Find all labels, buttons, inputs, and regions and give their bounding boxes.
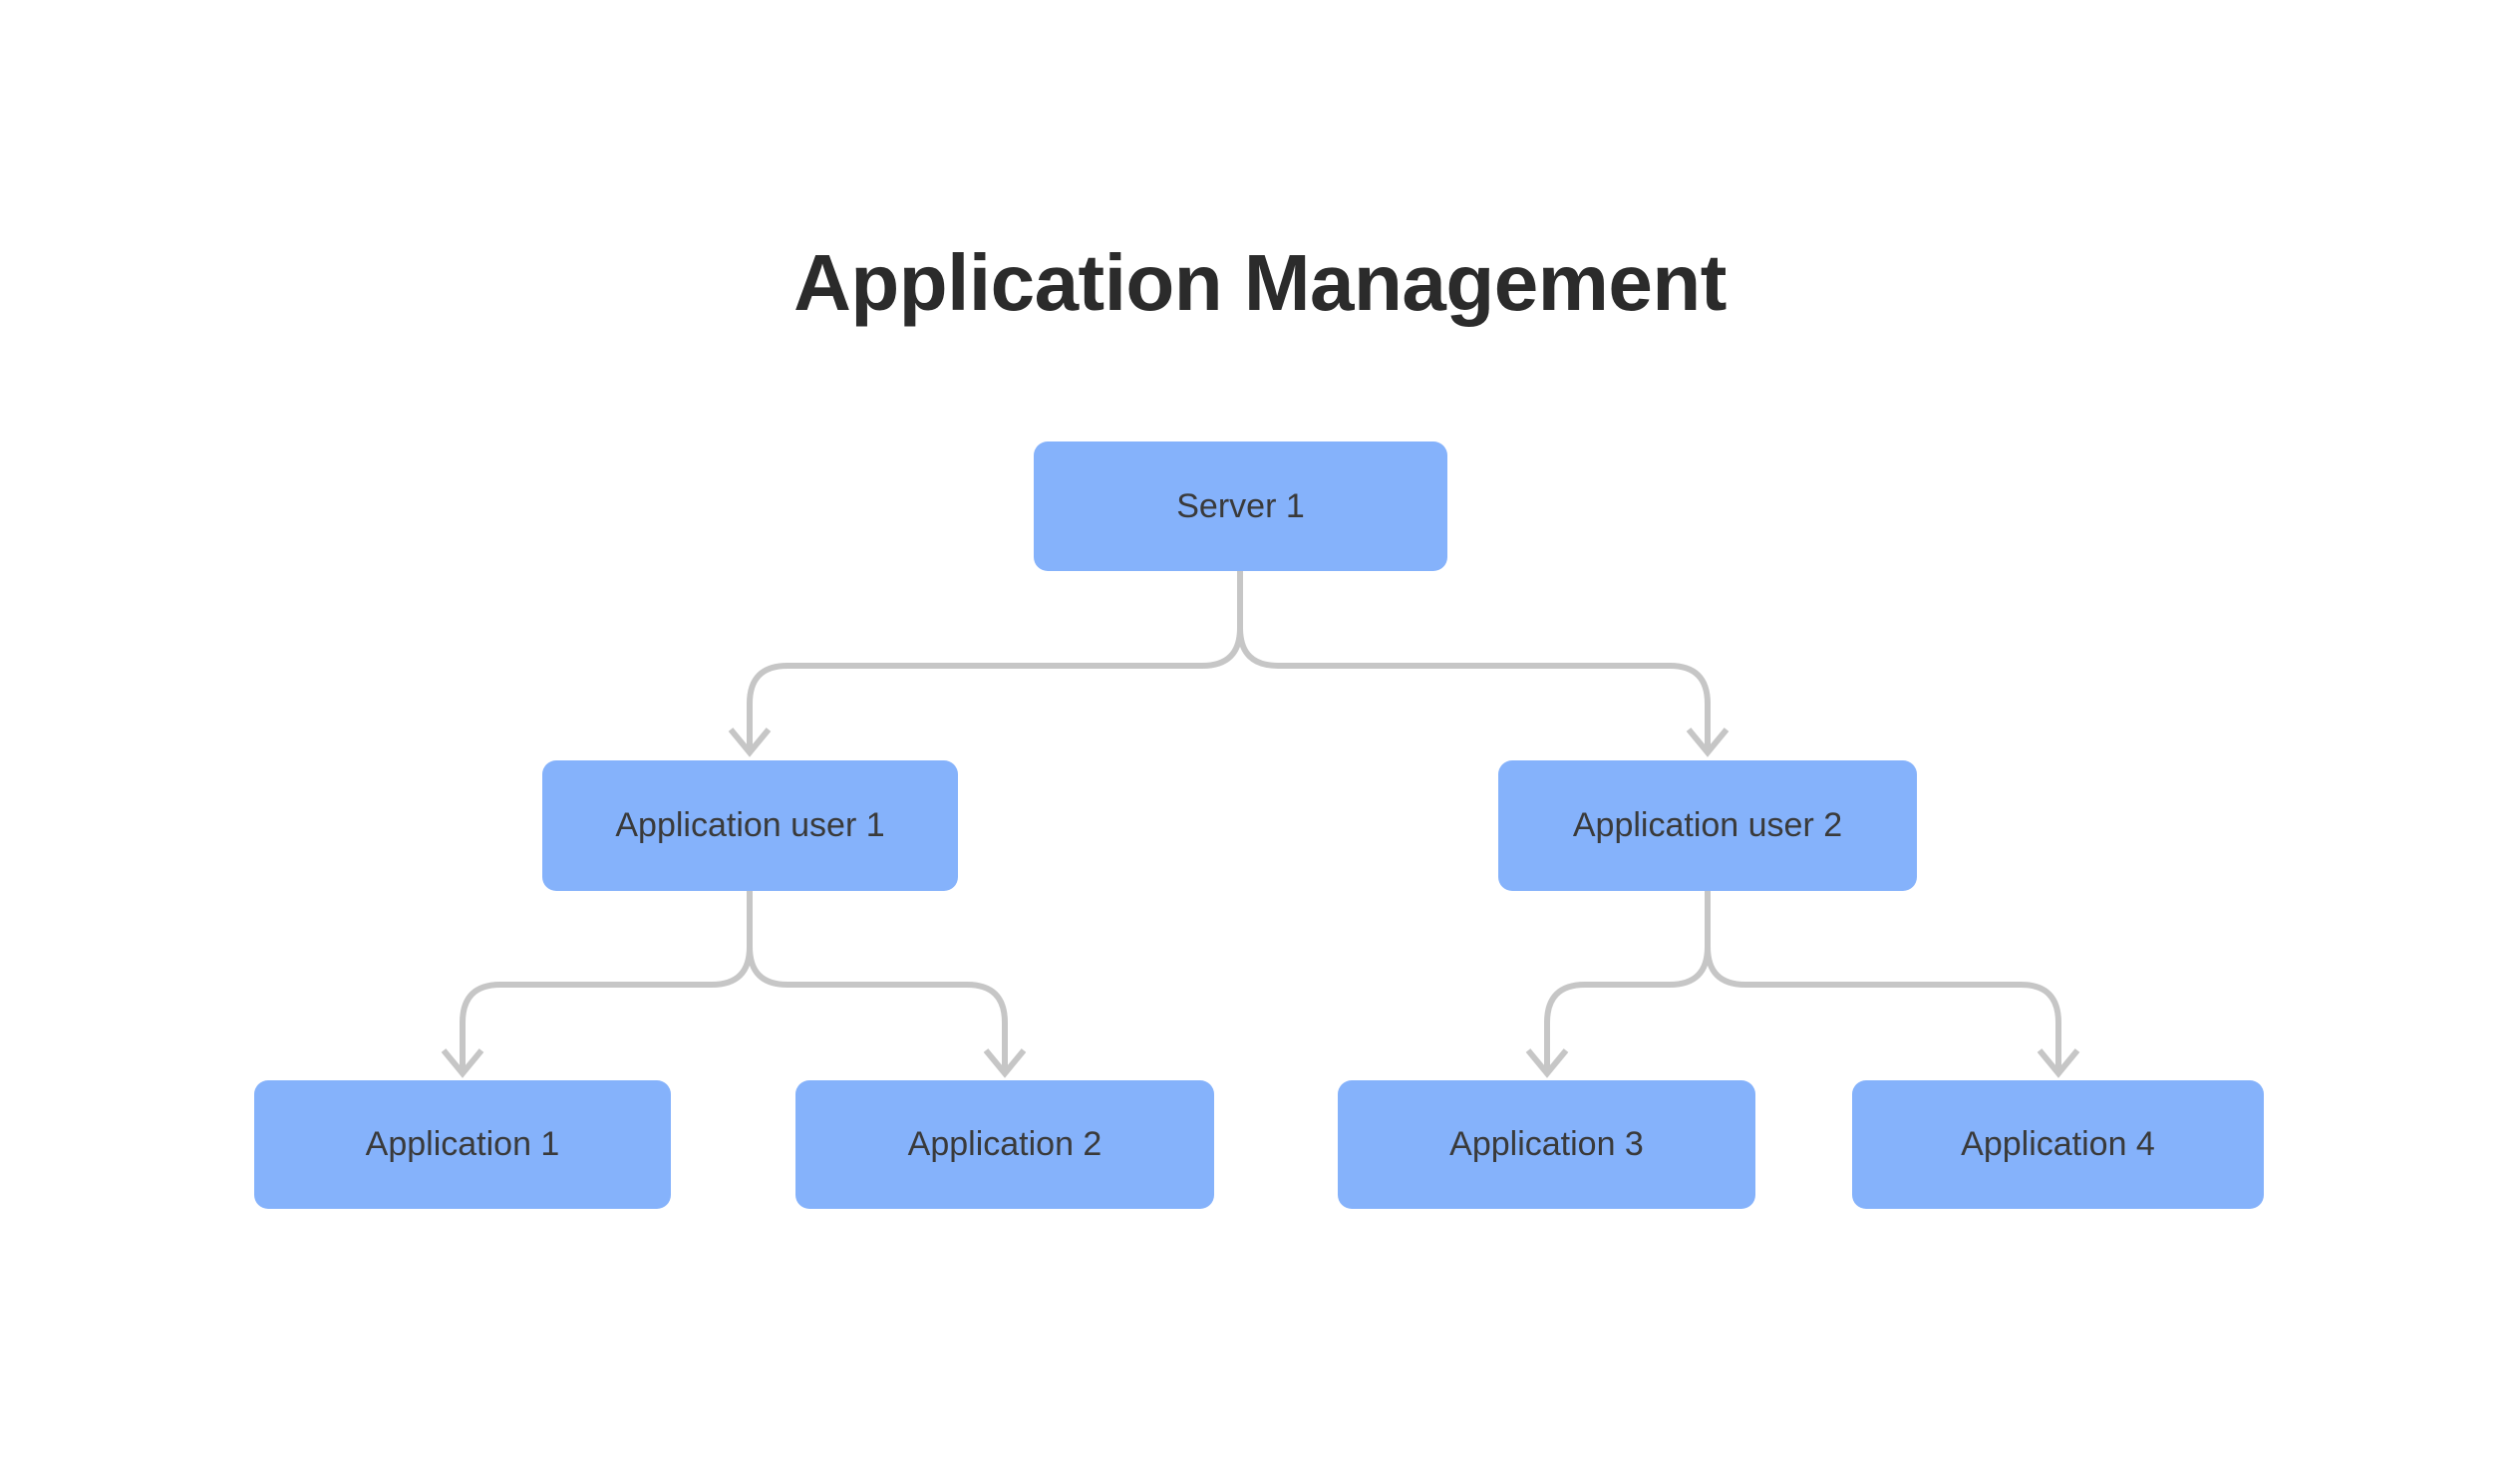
connector-line	[747, 891, 1008, 1073]
node-application-user-2: Application user 2	[1498, 760, 1917, 891]
arrowhead-down-icon	[441, 1048, 484, 1078]
arrowhead-down-icon	[2037, 1048, 2080, 1078]
connector-application-user-1-to-application-1	[441, 891, 753, 1078]
diagram-title: Application Management	[793, 238, 1727, 327]
node-application-4: Application 4	[1852, 1080, 2264, 1209]
arrowhead-down-icon	[1525, 1048, 1569, 1078]
arrowhead-down-icon	[1686, 728, 1730, 757]
connector-line	[1705, 891, 2061, 1073]
connector-server-1-to-application-user-2	[1237, 571, 1730, 757]
connector-line	[460, 891, 753, 1073]
connector-line	[747, 571, 1243, 752]
node-application-1: Application 1	[254, 1080, 671, 1209]
node-application-3: Application 3	[1338, 1080, 1755, 1209]
arrowhead-down-icon	[983, 1048, 1027, 1078]
connector-application-user-2-to-application-4	[1705, 891, 2080, 1078]
node-server-1: Server 1	[1034, 441, 1447, 571]
connector-server-1-to-application-user-1	[728, 571, 1243, 757]
arrowhead-down-icon	[728, 728, 772, 757]
connector-application-user-1-to-application-2	[747, 891, 1027, 1078]
connector-line	[1544, 891, 1711, 1073]
node-application-user-1: Application user 1	[542, 760, 958, 891]
node-application-2: Application 2	[795, 1080, 1214, 1209]
connector-line	[1237, 571, 1711, 752]
connector-application-user-2-to-application-3	[1525, 891, 1711, 1078]
